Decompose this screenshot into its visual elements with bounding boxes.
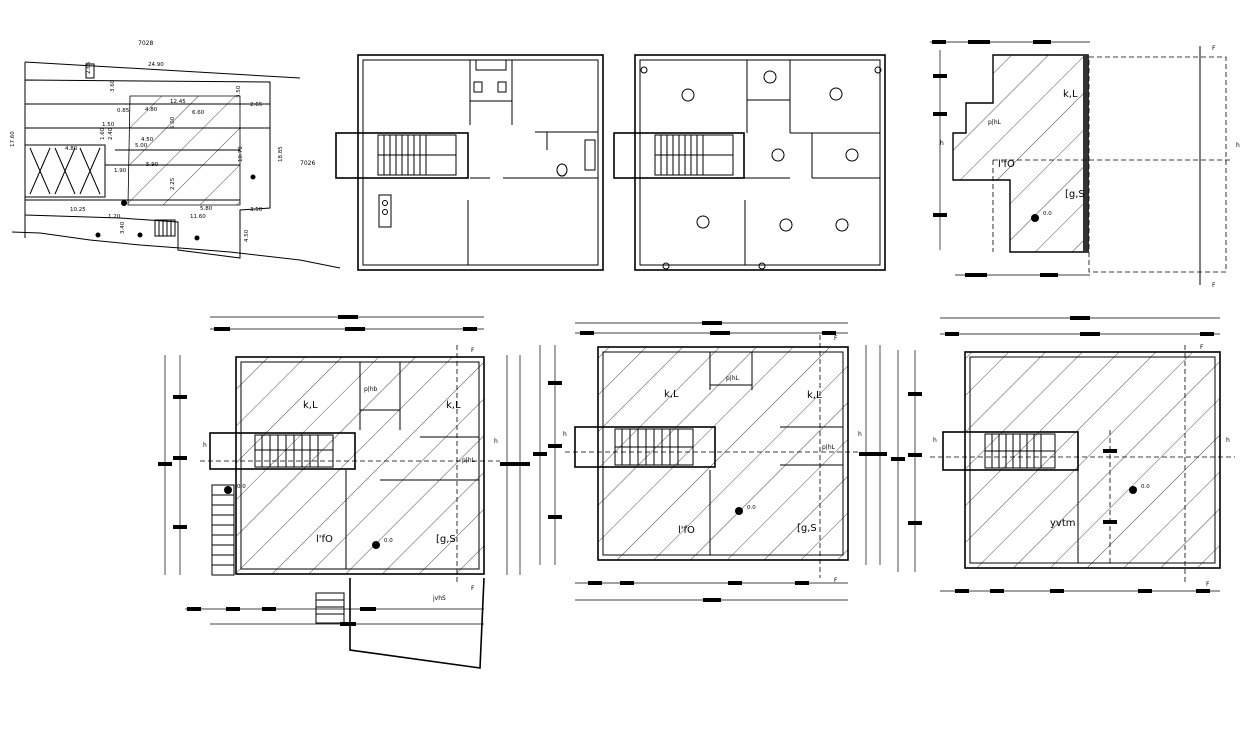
room-label: jvhS [432, 595, 446, 602]
level-label: 0.0 [237, 484, 246, 490]
dim-label: 4.50 [244, 229, 250, 242]
room-label: k,L [446, 400, 461, 411]
floor-plan-roof: yvtm F F h h 0.0 [891, 316, 1235, 593]
floor-plan-electrical [613, 54, 886, 271]
level-label: 0.0 [747, 505, 756, 511]
floor-plan-first: k,L k,L p|hL p|hL l'fO [g,S F F h h 0.0 [533, 321, 887, 602]
room-label: l'fO [678, 525, 695, 536]
section-label: F [1200, 344, 1204, 351]
section-label: F [471, 585, 475, 592]
dim-label: 11.60 [190, 214, 206, 220]
dim-label: 24.90 [148, 62, 164, 68]
dim-label: 1.20 [108, 214, 121, 220]
site-top-boundary [24, 61, 301, 79]
section-label: h [940, 140, 944, 147]
dim-label: 3.50 [236, 85, 242, 98]
section-label: F [834, 577, 838, 584]
room-label: k,L [303, 400, 318, 411]
room-label: [g,S [797, 523, 817, 534]
dim-label: 1.50 [102, 122, 115, 128]
dim-label: 1.60 [100, 127, 106, 140]
section-label: F [471, 347, 475, 354]
roof-hatch [964, 351, 1221, 569]
room-label: [g,S [1065, 189, 1085, 200]
section-label: h [1236, 142, 1240, 149]
wall-section [1083, 55, 1089, 252]
site-top-label: 7028 [138, 40, 153, 47]
site-side-label: 7026 [300, 160, 315, 167]
section-label: F [1206, 581, 1210, 588]
dim-label: 1.90 [114, 168, 127, 174]
room-label: [g,S [436, 534, 456, 545]
dim-label: 5.80 [200, 206, 213, 212]
floor-plan-ground: k,L k,L p|hb p|hL l'fO [g,S jvhS F F h h… [158, 315, 530, 669]
dim-label: 3.40 [120, 221, 126, 234]
room-label: l'fO [998, 159, 1015, 170]
dim-label: 12.45 [170, 99, 186, 105]
dim-label: 2.65 [86, 61, 92, 74]
section-label: F [1212, 282, 1216, 289]
dim-label: 2.40 [108, 127, 114, 140]
level-label: 0.0 [1141, 484, 1150, 490]
first-hatch [597, 346, 849, 561]
room-label: p|hL [726, 375, 740, 382]
dim-label: 0.85 [117, 108, 130, 114]
section-label: h [563, 431, 567, 438]
room-label: l'fO [316, 534, 333, 545]
dim-label: 3.60 [110, 79, 116, 92]
room-label: p|hL [462, 457, 476, 464]
site-parking [24, 144, 106, 198]
room-label: k,L [1063, 89, 1078, 100]
dim-label: 2.25 [170, 177, 176, 190]
room-label: p|hb [364, 386, 378, 393]
site-plot [24, 79, 271, 259]
dim-label: 4.80 [65, 146, 78, 152]
dim-label: 6.60 [192, 110, 205, 116]
section-label: h [494, 438, 498, 445]
floor-plan-upper: F F h h k,L p|hL l'fO [g,S 0.0 [930, 40, 1240, 289]
section-label: F [1212, 45, 1216, 52]
section-label: h [203, 442, 207, 449]
room-label: k,L [664, 389, 679, 400]
room-label: p|hL [988, 119, 1002, 126]
level-label: 0.0 [384, 538, 393, 544]
dim-label: 4.80 [145, 107, 158, 113]
dim-label: 5.90 [146, 162, 159, 168]
dim-label: 5.00 [170, 116, 176, 129]
room-label: k,L [807, 390, 822, 401]
dim-label: 17.60 [10, 131, 16, 147]
dim-label: 18.85 [278, 146, 284, 162]
level-label: 0.0 [1043, 211, 1052, 217]
room-label: p|hL [822, 444, 836, 451]
dim-label: 2.65 [250, 102, 263, 108]
section-label: h [933, 437, 937, 444]
room-label: yvtm [1050, 518, 1076, 529]
dim-label: 4.50 [141, 137, 154, 143]
floor-plan-furniture [335, 54, 604, 271]
dim-label: 10.25 [70, 207, 86, 213]
dim-label: 3.50 [250, 207, 263, 213]
site-plan: 7028 7026 24.90 2.65 3.60 17.60 3.50 12.… [10, 40, 341, 269]
dim-label: 5.00 [135, 143, 148, 149]
section-label: h [858, 431, 862, 438]
section-label: F [834, 335, 838, 342]
dim-label: 10.70 [238, 146, 244, 162]
site-bottom-boundary [11, 231, 341, 269]
hatched-area [952, 54, 1089, 253]
section-label: h [1226, 437, 1230, 444]
